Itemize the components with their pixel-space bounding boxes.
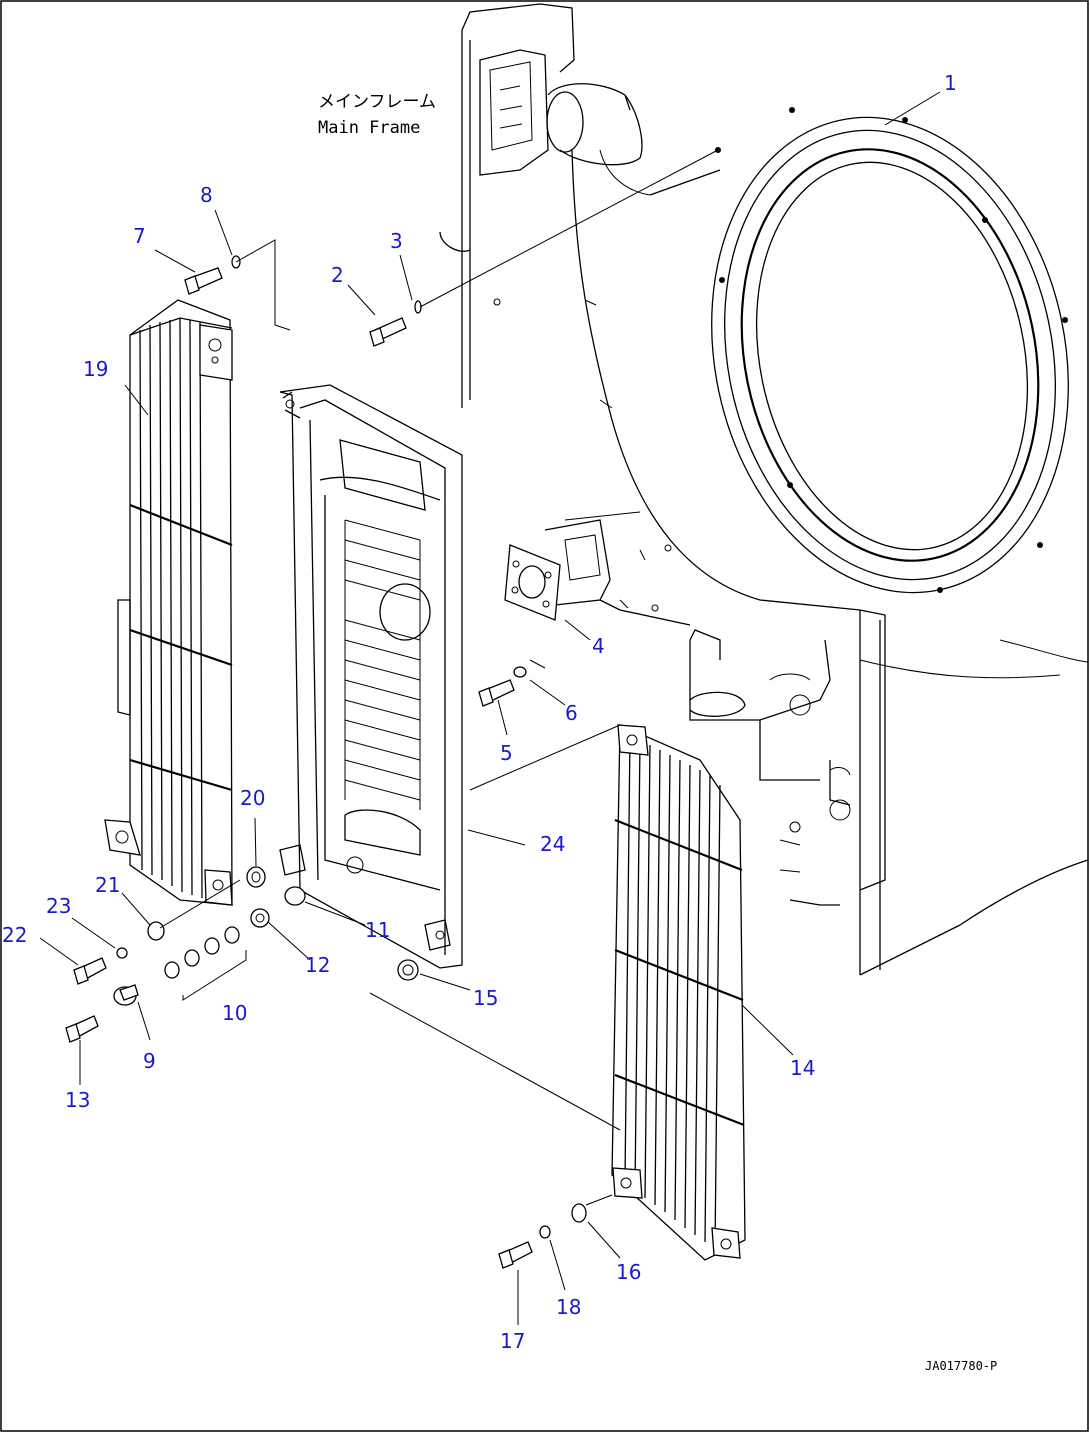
- nut-20: [246, 866, 266, 888]
- washer-18: [539, 1225, 551, 1239]
- part-4-plate: [504, 544, 561, 621]
- main-frame-label-en: Main Frame: [318, 118, 420, 138]
- callout-15: 15: [473, 986, 498, 1010]
- main-frame: [439, 3, 1089, 976]
- washer-16: [571, 1203, 587, 1223]
- bolt-9: [113, 984, 139, 1006]
- callout-16: 16: [616, 1260, 641, 1284]
- nuts-10: [164, 926, 240, 979]
- callout-24: 24: [540, 832, 565, 856]
- part-19-grille: [104, 299, 233, 906]
- assembly-lines: [159, 149, 719, 1206]
- part-1-ring: [711, 107, 1069, 594]
- nut-15: [397, 959, 419, 981]
- callout-12: 12: [305, 953, 330, 977]
- callout-22: 22: [2, 923, 27, 947]
- fasteners: [65, 255, 587, 1269]
- main-frame-label-jp: メインフレーム: [318, 92, 436, 112]
- nut-6: [513, 666, 527, 678]
- callout-23: 23: [46, 894, 71, 918]
- document-id: JA017780-P: [925, 1359, 997, 1373]
- callout-21: 21: [95, 873, 120, 897]
- bolt-17: [498, 1241, 533, 1269]
- callout-4: 4: [592, 634, 605, 658]
- callout-9: 9: [143, 1049, 156, 1073]
- washer-23: [116, 947, 128, 959]
- bolt-7: [184, 267, 223, 295]
- bolt-13: [65, 1015, 99, 1043]
- callout-10: 10: [222, 1001, 247, 1025]
- callout-11: 11: [365, 918, 390, 942]
- part-14-grille: [611, 724, 746, 1261]
- part-24-panel: [279, 384, 463, 969]
- callout-7: 7: [133, 224, 146, 248]
- callout-8: 8: [200, 183, 213, 207]
- callout-18: 18: [556, 1295, 581, 1319]
- cap-11: [284, 886, 306, 906]
- leader-lines: [39, 91, 941, 1325]
- callout-1: 1: [944, 71, 957, 95]
- callout-2: 2: [331, 263, 344, 287]
- callout-19: 19: [83, 357, 108, 381]
- nut-12: [250, 908, 270, 928]
- washer-21: [147, 921, 165, 941]
- callout-20: 20: [240, 786, 265, 810]
- callout-14: 14: [790, 1056, 815, 1080]
- callout-3: 3: [390, 229, 403, 253]
- callout-6: 6: [565, 701, 578, 725]
- bolt-2: [369, 317, 407, 347]
- callout-numbers: 1 2 3 4 5 6 7 8 9 10 11 12 13 14 15 16 1…: [2, 71, 957, 1353]
- bolt-5: [478, 679, 515, 707]
- callout-17: 17: [500, 1329, 525, 1353]
- callout-13: 13: [65, 1088, 90, 1112]
- bolt-22: [73, 957, 107, 985]
- callout-5: 5: [500, 741, 513, 765]
